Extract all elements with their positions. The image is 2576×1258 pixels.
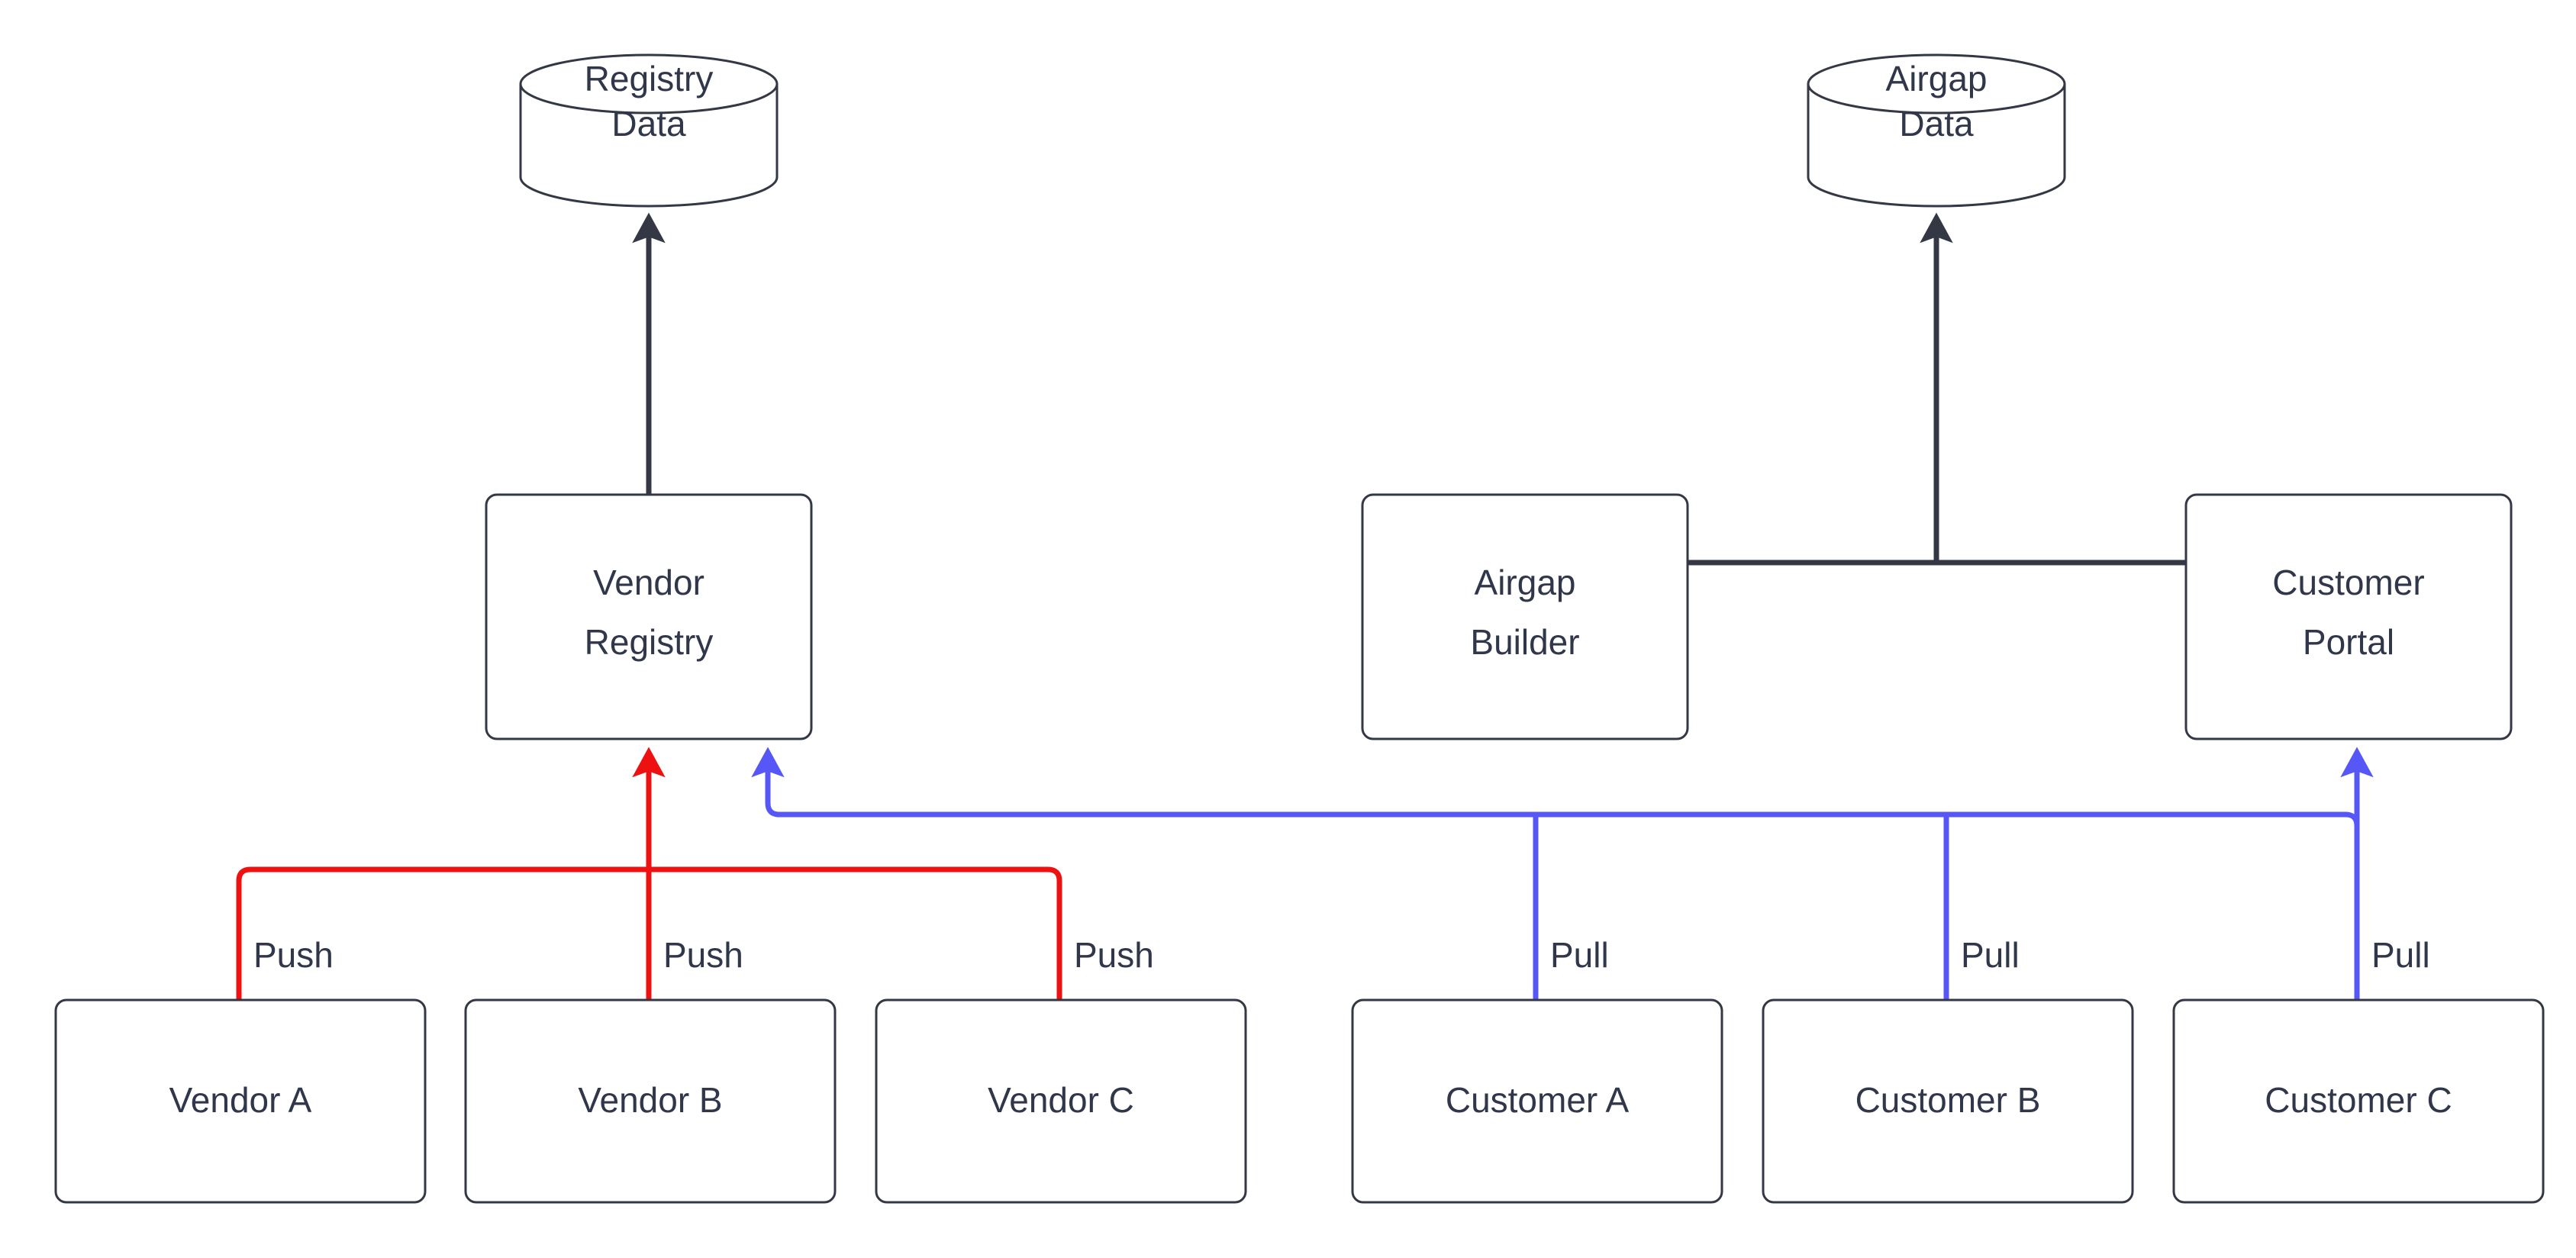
node-vendor-b-label: Vendor B	[578, 1080, 722, 1120]
edge-label-push-vendor-c: Push	[1074, 935, 1154, 975]
edge-label-pull-customer-b: Pull	[1961, 935, 2020, 975]
node-customer-portal-label-2: Portal	[2303, 622, 2394, 662]
node-airgap-builder[interactable]: Airgap Builder	[1361, 493, 1689, 740]
node-vendor-c-label: Vendor C	[988, 1080, 1134, 1120]
node-vendor-a-label: Vendor A	[169, 1080, 312, 1120]
node-vendor-registry-label-1: Vendor	[593, 563, 704, 602]
node-airgap-builder-label-2: Builder	[1470, 622, 1579, 662]
node-customer-b[interactable]: Customer B	[1762, 998, 2134, 1204]
node-vendor-a[interactable]: Vendor A	[54, 998, 427, 1204]
edge-label-push-vendor-b: Push	[663, 935, 743, 975]
node-vendor-b[interactable]: Vendor B	[464, 998, 837, 1204]
edge-label-pull-customer-a: Pull	[1550, 935, 1609, 975]
node-customer-portal-label-1: Customer	[2272, 563, 2424, 602]
edge-push-bus-to-vendor-registry	[236, 747, 1062, 1000]
edge-label-push-vendor-a: Push	[253, 935, 334, 975]
datastore-registry-data-label-2: Data	[611, 104, 686, 144]
node-customer-b-label: Customer B	[1855, 1080, 2041, 1120]
node-customer-c-label: Customer C	[2265, 1080, 2452, 1120]
datastore-registry-data-label-1: Registry	[585, 59, 714, 98]
node-customer-portal[interactable]: Customer Portal	[2184, 493, 2513, 740]
edge-pull-bus	[751, 747, 2374, 1000]
datastore-airgap-data-label-1: Airgap	[1886, 59, 1988, 98]
node-customer-c[interactable]: Customer C	[2172, 998, 2545, 1204]
datastore-airgap-data-label-2: Data	[1899, 104, 1974, 144]
node-vendor-c[interactable]: Vendor C	[875, 998, 1247, 1204]
node-vendor-registry[interactable]: Vendor Registry	[485, 493, 813, 740]
node-vendor-registry-label-2: Registry	[585, 622, 714, 662]
datastore-airgap-data[interactable]: Airgap Data	[1807, 53, 2066, 208]
node-customer-a[interactable]: Customer A	[1351, 998, 1723, 1204]
node-customer-a-label: Customer A	[1446, 1080, 1630, 1120]
datastore-registry-data[interactable]: Registry Data	[519, 53, 779, 208]
edge-label-pull-customer-c: Pull	[2371, 935, 2430, 975]
node-airgap-builder-label-1: Airgap	[1475, 563, 1576, 602]
